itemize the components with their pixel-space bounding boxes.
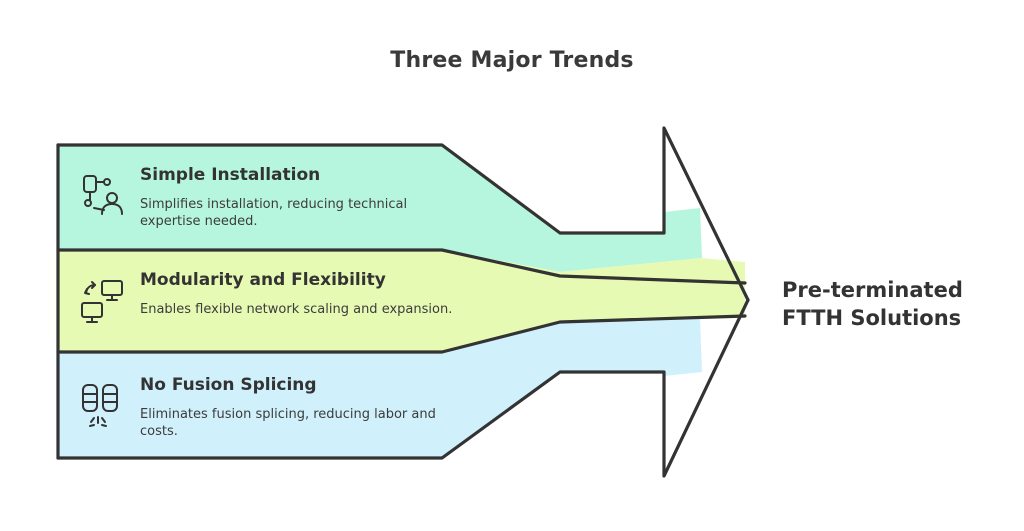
- arrow-outline-bottom: [56, 298, 750, 478]
- trend-modularity-flexibility: Modularity and Flexibility Enables flexi…: [140, 270, 470, 318]
- connected-monitors-icon: [81, 280, 123, 323]
- trend-heading: Modularity and Flexibility: [140, 270, 386, 290]
- splice-modules-icon: [82, 384, 118, 427]
- result-label: Pre-terminated FTTH Solutions: [782, 276, 1012, 332]
- person-installing-device-icon: [83, 175, 123, 215]
- trend-simple-installation: Simple Installation Simplifies installat…: [140, 165, 470, 230]
- trend-description: Enables flexible network scaling and exp…: [140, 302, 453, 317]
- arrow-outline-top: [56, 126, 750, 302]
- band-divider-lower: [56, 314, 747, 354]
- trend-description: Eliminates fusion splicing, reducing lab…: [140, 407, 436, 439]
- band-divider-upper: [56, 248, 747, 285]
- result-line-2: FTTH Solutions: [782, 306, 962, 330]
- trend-heading: No Fusion Splicing: [140, 375, 317, 395]
- trend-description: Simplifies installation, reducing techni…: [140, 197, 408, 229]
- trend-heading: Simple Installation: [140, 165, 321, 185]
- trend-no-fusion-splicing: No Fusion Splicing Eliminates fusion spl…: [140, 375, 470, 440]
- diagram-title: Three Major Trends: [390, 48, 634, 73]
- band-fill-simple-installation: [58, 145, 702, 272]
- result-line-1: Pre-terminated: [782, 278, 963, 302]
